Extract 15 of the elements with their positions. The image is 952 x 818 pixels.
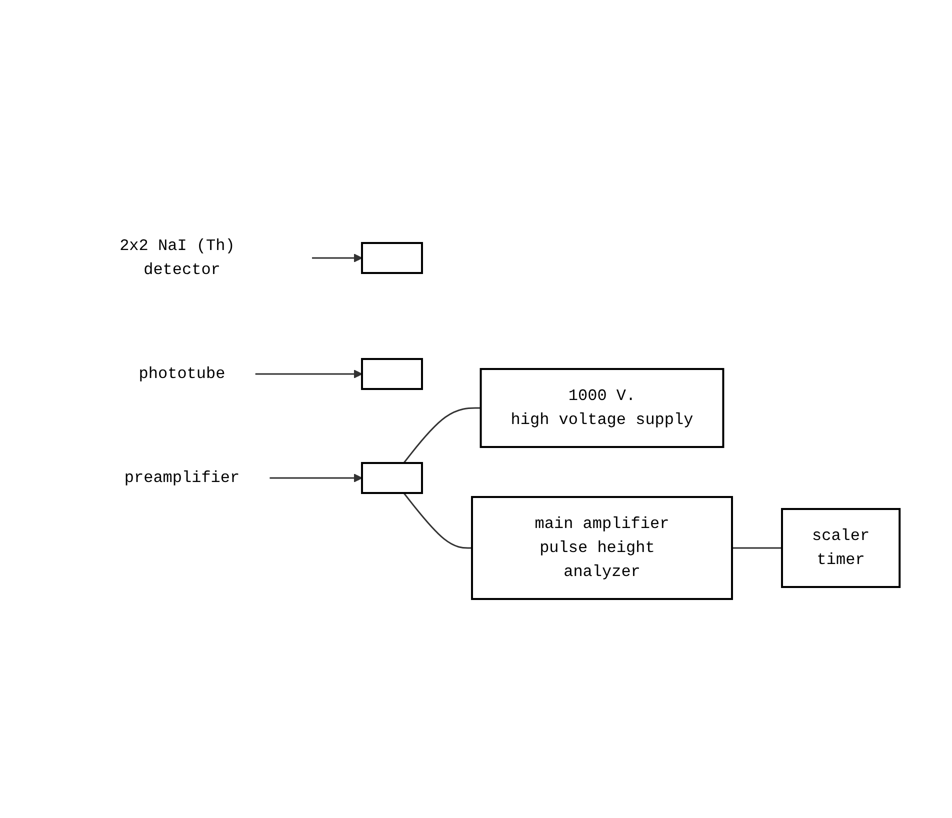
- node-box: [361, 358, 424, 390]
- arrow: [312, 254, 363, 262]
- arrow: [270, 474, 363, 482]
- node-box: [361, 462, 424, 494]
- connector: [403, 492, 472, 549]
- node-text: preamplifier: [124, 469, 240, 487]
- node-text: 2x2 NaI (Th) detector: [120, 237, 235, 279]
- node-box: [361, 242, 424, 274]
- arrow: [255, 370, 363, 378]
- connector: [732, 547, 782, 549]
- connector: [403, 407, 481, 464]
- node-box: 1000 V. high voltage supply: [480, 368, 724, 448]
- node-text: phototube: [138, 365, 226, 383]
- node-box: scaler timer: [781, 508, 901, 588]
- node-box: main amplifier pulse height analyzer: [471, 496, 734, 600]
